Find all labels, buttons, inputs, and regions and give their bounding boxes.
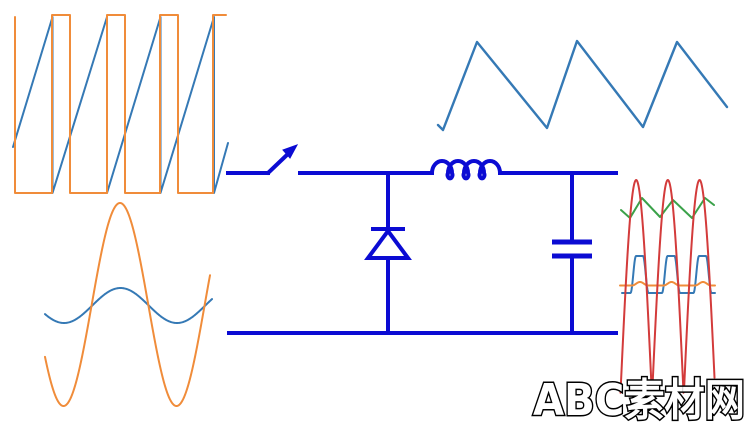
diode-triangle: [364, 227, 412, 260]
output-waveforms-plot: [619, 179, 716, 398]
inductor-current-plot: [436, 39, 729, 132]
triangle-ripple: [436, 39, 729, 132]
pwm-square-wave: [14, 14, 227, 194]
small-sine-modulating: [44, 287, 213, 324]
watermark: ABC素材网: [532, 374, 747, 422]
sine-plot: [44, 202, 213, 407]
circuit-schematic: [226, 144, 618, 335]
switch-arrow-icon: [282, 144, 299, 159]
switch-blade: [266, 150, 292, 175]
blue-pulse-train: [621, 255, 716, 294]
watermark-text: ABC素材网: [533, 375, 745, 422]
pwm-plot: [12, 14, 229, 194]
sawtooth-carrier: [12, 16, 229, 194]
orange-average-line: [619, 281, 716, 287]
large-sine-output: [44, 202, 211, 407]
green-ripple: [620, 197, 715, 219]
inductor-coil: [430, 159, 502, 181]
red-spikes: [619, 179, 716, 398]
